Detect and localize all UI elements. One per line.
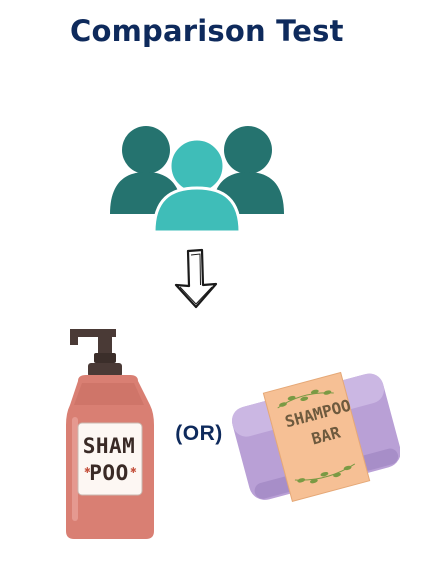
down-arrow-icon — [174, 248, 218, 309]
bottle-label-line1: SHAM — [82, 434, 136, 458]
shampoo-bottle-icon: ✱ ✱ — [66, 329, 154, 539]
shampoo-bar-icon — [232, 371, 400, 502]
svg-text:✱: ✱ — [130, 466, 137, 475]
people-group-icon — [110, 126, 284, 234]
or-separator: (OR) — [175, 422, 223, 445]
bottle-label-line2: POO — [89, 461, 129, 485]
svg-text:✱: ✱ — [84, 466, 91, 475]
page-title: Comparison Test — [70, 14, 344, 48]
